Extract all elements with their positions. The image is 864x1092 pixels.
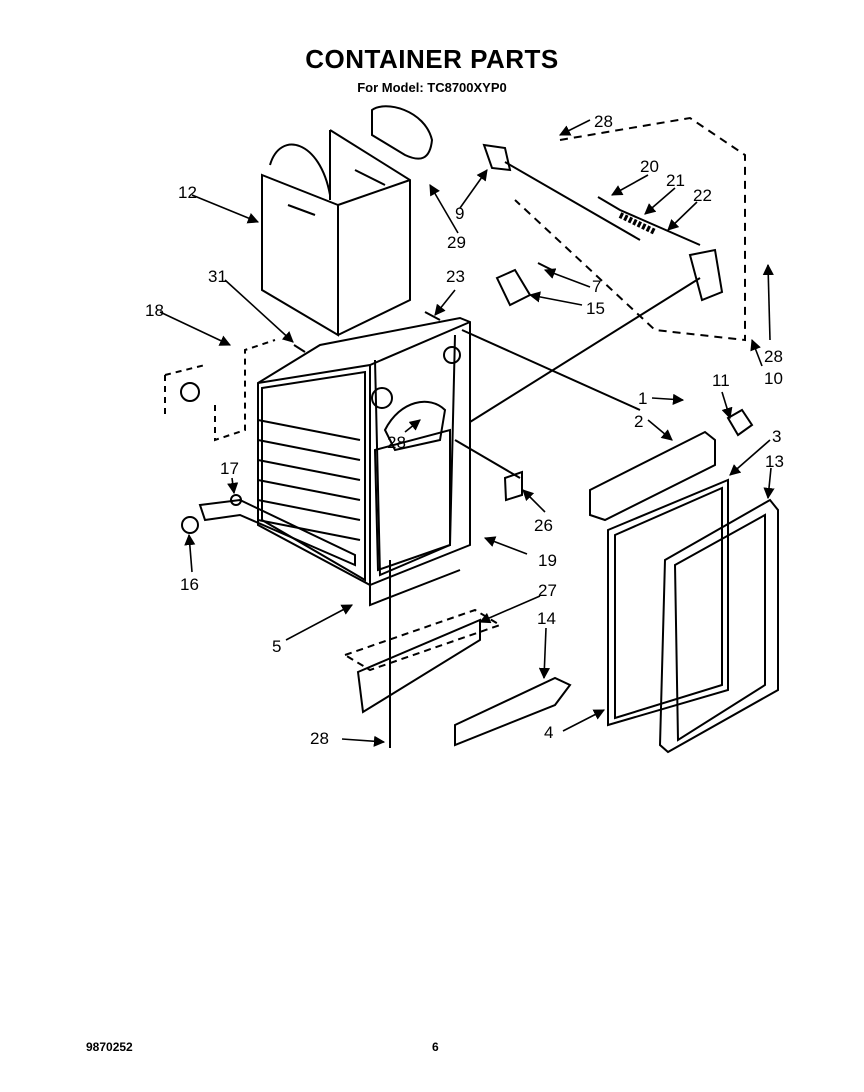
- model-subtitle: For Model: TC8700XYP0: [357, 80, 507, 95]
- bracket-part-18: [164, 339, 276, 442]
- screw-part-31: [293, 344, 306, 353]
- callout-7: 7: [592, 277, 601, 296]
- bracket-part-9: [482, 143, 512, 172]
- callout-1: 1: [638, 389, 647, 408]
- callout-29: 29: [447, 233, 466, 252]
- page-title: CONTAINER PARTS: [305, 44, 559, 74]
- page-number: 6: [432, 1040, 439, 1054]
- hinge-part-11: [726, 408, 754, 437]
- callout-22: 22: [693, 186, 712, 205]
- screw-part-17: [230, 494, 242, 506]
- toe-plate-part-14: [356, 618, 481, 714]
- callout-4: 4: [544, 723, 553, 742]
- callout-23: 23: [446, 267, 465, 286]
- callout-18: 18: [145, 301, 164, 320]
- wheel-part-16: [181, 516, 199, 534]
- door-liner-part-4: [614, 486, 723, 720]
- bracket-part-26: [503, 470, 523, 502]
- callout-14: 14: [537, 609, 556, 628]
- callout-28-right: 28: [764, 347, 783, 366]
- callout-28-bottom: 28: [310, 729, 329, 748]
- screw-part-23: [424, 311, 441, 321]
- handle-part-2: [589, 430, 716, 522]
- bracket-part-22: [688, 248, 724, 302]
- rod-part-20: [597, 196, 701, 246]
- callout-16: 16: [180, 575, 199, 594]
- kick-panel-part-14: [454, 676, 572, 747]
- callout-3: 3: [772, 427, 781, 446]
- screw-part-7: [537, 262, 553, 271]
- callout-5: 5: [272, 637, 281, 656]
- callout-11: 11: [712, 371, 730, 390]
- latch-part-15: [495, 268, 532, 307]
- callout-10: 10: [764, 369, 783, 388]
- callout-28-center: 28: [387, 433, 406, 452]
- divider-part-5: [369, 569, 461, 607]
- door-gasket-part-13: [658, 498, 779, 754]
- callout-12: 12: [178, 183, 197, 202]
- door-panel-part-3: [607, 478, 729, 727]
- document-number: 9870252: [86, 1040, 133, 1054]
- callout-31: 31: [208, 267, 227, 286]
- container-cabinet: [257, 316, 471, 587]
- callout-19: 19: [538, 551, 557, 570]
- knob-part-18: [180, 382, 200, 402]
- callout-20: 20: [640, 157, 659, 176]
- dashed-assembly-box: [514, 116, 746, 342]
- callout-28-top: 28: [594, 112, 613, 131]
- drawer-frame-part-27: [342, 608, 503, 672]
- bag-liner-part-12: [261, 129, 411, 337]
- callout-26: 26: [534, 516, 553, 535]
- callout-13: 13: [765, 452, 784, 471]
- callout-15: 15: [586, 299, 605, 318]
- handle-part-29: [371, 105, 434, 160]
- callout-21: 21: [666, 171, 685, 190]
- spring-part-21: [618, 212, 657, 235]
- callout-17: 17: [220, 459, 239, 478]
- callout-27: 27: [538, 581, 557, 600]
- callout-2: 2: [634, 412, 643, 431]
- callout-9: 9: [455, 204, 464, 223]
